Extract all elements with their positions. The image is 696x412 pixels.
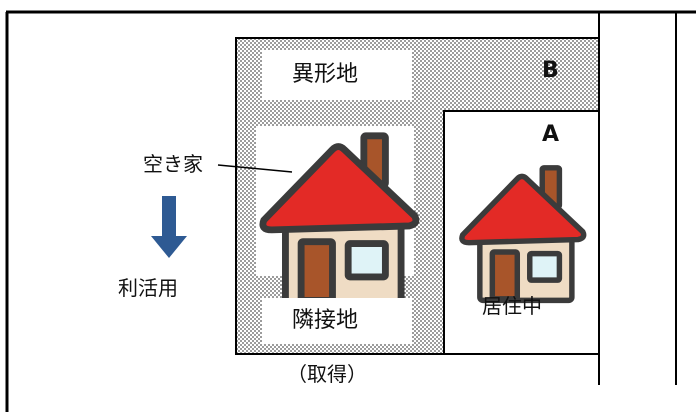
utilization-label: 利活用 [118, 276, 178, 300]
irregular-lot-label: 異形地 [292, 62, 359, 87]
lot-a-status-label: 居住中 [482, 294, 542, 318]
vacant-house-label: 空き家 [143, 152, 203, 176]
acquisition-label: （取得） [287, 362, 367, 386]
adjacent-lot-label: 隣接地 [292, 308, 359, 333]
lot-a-letter: A [542, 122, 560, 147]
lot-b-letter: B [542, 58, 559, 83]
vacant-house-pointer [217, 164, 293, 173]
adjacent-lot-label-bg [262, 298, 412, 344]
irregular-lot-label-bg [262, 50, 412, 100]
down-arrow-icon [151, 196, 187, 258]
